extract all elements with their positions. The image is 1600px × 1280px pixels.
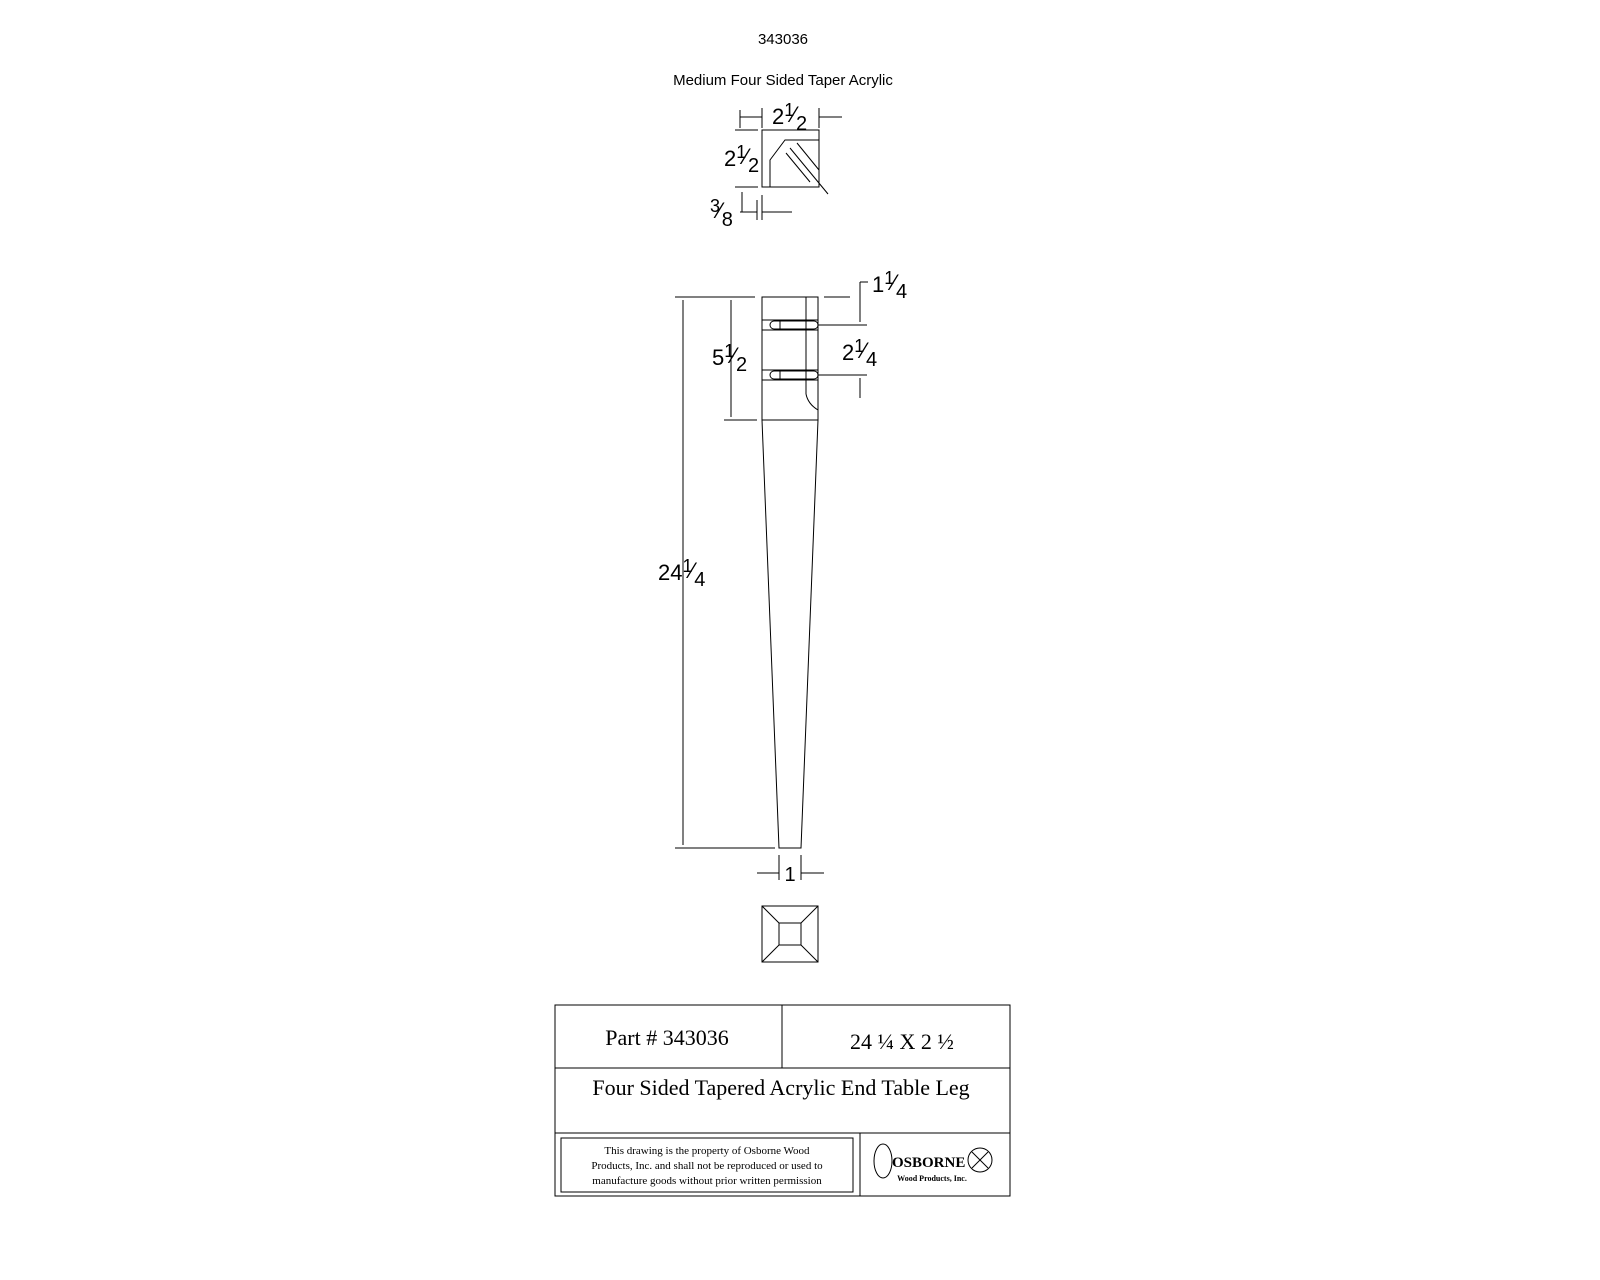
osborne-logo: OSBORNE Wood Products, Inc. (873, 1143, 993, 1183)
leg-front-view (675, 281, 868, 880)
dim-overall-height: 241⁄4 (658, 556, 705, 591)
dim-foot-width: 1 (784, 864, 795, 886)
notice-line-2: Products, Inc. and shall not be reproduc… (591, 1160, 823, 1172)
drawing-number: 343036 (758, 31, 808, 48)
dim-offset: 3⁄8 (710, 196, 733, 231)
dim-apron-block: 51⁄2 (712, 341, 747, 376)
drawing-subtitle: Medium Four Sided Taper Acrylic (673, 72, 893, 89)
part-label: Part # 343036 (605, 1025, 728, 1050)
svg-text:Wood Products, Inc.: Wood Products, Inc. (897, 1174, 967, 1183)
dim-top-to-slot: 11⁄4 (872, 268, 907, 303)
dim-slot-spacing: 21⁄4 (842, 336, 877, 371)
size-label: 24 ¼ X 2 ½ (850, 1029, 954, 1054)
svg-text:OSBORNE: OSBORNE (892, 1155, 965, 1171)
part-description: Four Sided Tapered Acrylic End Table Leg (592, 1075, 969, 1100)
notice-line-1: This drawing is the property of Osborne … (604, 1145, 810, 1157)
dim-top-depth: 21⁄2 (724, 142, 759, 177)
bottom-view (761, 905, 819, 963)
top-view (735, 108, 842, 220)
notice-line-3: manufacture goods without prior written … (592, 1175, 822, 1187)
title-block (554, 1004, 1011, 1197)
